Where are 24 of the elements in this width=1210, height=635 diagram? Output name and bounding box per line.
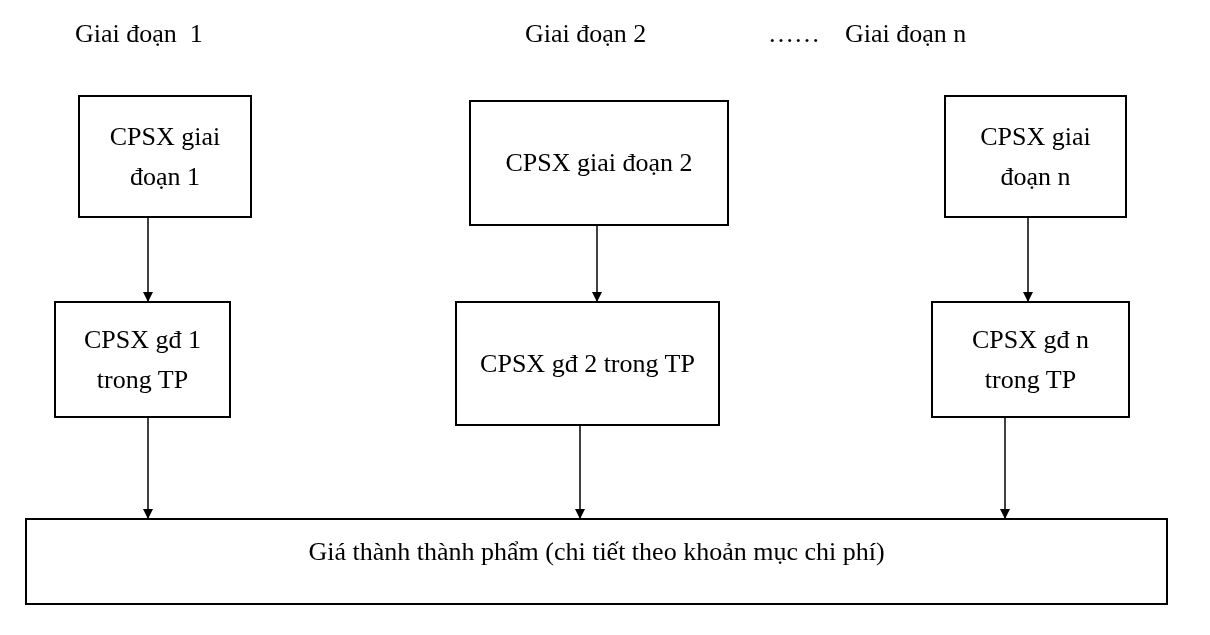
arrow — [1000, 417, 1010, 519]
box-text: Giá thành thành phẩm (chi tiết theo khoản mục chi phí) — [308, 536, 885, 568]
arrow — [143, 417, 153, 519]
box-text: CPSX giai đoạn n — [979, 120, 1092, 193]
process-box — [25, 518, 1168, 605]
process-box — [469, 100, 729, 226]
arrow — [592, 225, 602, 302]
process-box — [78, 95, 252, 218]
stage-heading: Giai đoạn 2 — [525, 18, 647, 50]
box-text: CPSX giai đoạn 2 — [505, 147, 693, 179]
box-text: CPSX gđ n trong TP — [970, 323, 1090, 396]
arrow — [143, 217, 153, 302]
box-text: CPSX gđ 1 trong TP — [82, 323, 202, 396]
arrow — [575, 425, 585, 519]
box-text: CPSX gđ 2 trong TP — [480, 347, 695, 380]
process-box — [931, 301, 1130, 418]
process-box — [54, 301, 231, 418]
box-text: CPSX giai đoạn 1 — [108, 120, 222, 193]
stage-heading: …… — [768, 18, 820, 50]
process-box — [944, 95, 1127, 218]
stage-heading: Giai đoạn 1 — [75, 18, 203, 50]
stage-heading: Giai đoạn n — [845, 18, 967, 50]
arrow — [1023, 217, 1033, 302]
process-box — [455, 301, 720, 426]
